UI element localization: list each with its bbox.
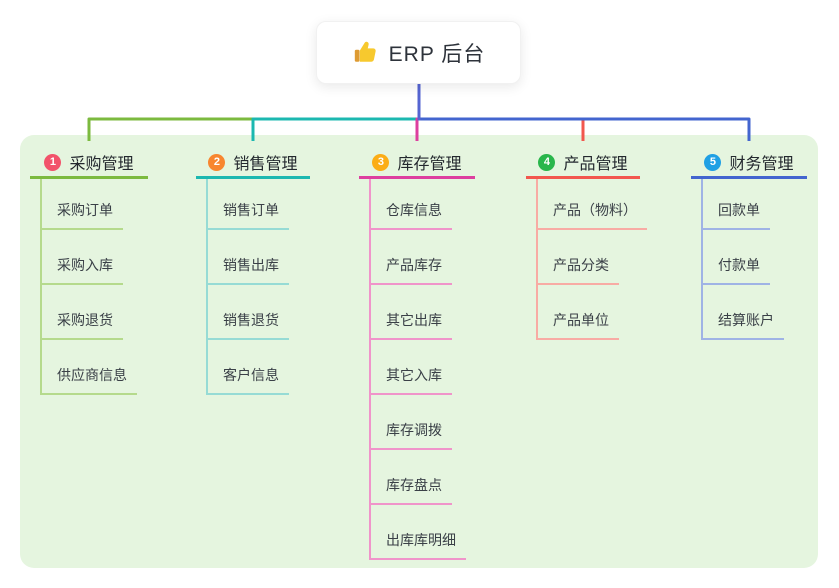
child-node[interactable]: 产品（物料） — [536, 202, 647, 230]
child-node[interactable]: 采购退货 — [40, 312, 123, 340]
child-node[interactable]: 产品单位 — [536, 312, 619, 340]
child-node[interactable]: 付款单 — [701, 257, 770, 285]
branch-number-badge: 3 — [372, 153, 390, 171]
branch-node-3[interactable]: 3 库存管理 — [359, 148, 475, 179]
child-node[interactable]: 库存调拨 — [369, 422, 452, 450]
children-spine-line — [536, 179, 538, 340]
branch-connector-line — [419, 117, 751, 141]
children-spine-line — [206, 179, 208, 395]
child-node[interactable]: 其它入库 — [369, 367, 452, 395]
branch-node-1[interactable]: 1 采购管理 — [30, 148, 148, 179]
child-node[interactable]: 产品分类 — [536, 257, 619, 285]
branch-number-badge: 5 — [704, 153, 722, 171]
child-node[interactable]: 仓库信息 — [369, 202, 452, 230]
branch-connector-line — [415, 117, 419, 141]
children-spine-line — [701, 179, 703, 340]
child-node[interactable]: 其它出库 — [369, 312, 452, 340]
branch-node-4[interactable]: 4 产品管理 — [526, 148, 640, 179]
branch-title-label: 销售管理 — [233, 156, 298, 173]
branch-title-label: 库存管理 — [397, 156, 462, 173]
branch-connector-line — [251, 117, 419, 141]
child-node[interactable]: 采购订单 — [40, 202, 123, 230]
children-spine-line — [40, 179, 42, 395]
branches-panel — [20, 135, 818, 568]
child-node[interactable]: 客户信息 — [206, 367, 289, 395]
children-spine-line — [369, 179, 371, 560]
thumbs-up-icon — [352, 39, 379, 66]
child-node[interactable]: 库存盘点 — [369, 477, 452, 505]
root-node-title: ERP 后台 — [388, 42, 486, 66]
child-node[interactable]: 销售退货 — [206, 312, 289, 340]
child-node[interactable]: 供应商信息 — [40, 367, 137, 395]
branch-node-2[interactable]: 2 销售管理 — [196, 148, 310, 179]
child-node[interactable]: 销售出库 — [206, 257, 289, 285]
branch-node-5[interactable]: 5 财务管理 — [691, 148, 807, 179]
child-node[interactable]: 出库库明细 — [369, 532, 466, 560]
branch-number-badge: 1 — [44, 153, 62, 171]
root-node[interactable]: ERP 后台 — [316, 21, 521, 84]
child-node[interactable]: 销售订单 — [206, 202, 289, 230]
child-node[interactable]: 采购入库 — [40, 257, 123, 285]
branch-title-label: 采购管理 — [69, 156, 134, 173]
child-node[interactable]: 回款单 — [701, 202, 770, 230]
branch-title-label: 产品管理 — [563, 156, 628, 173]
child-node[interactable]: 产品库存 — [369, 257, 452, 285]
branch-number-badge: 2 — [208, 153, 226, 171]
branch-connector-line — [419, 117, 585, 141]
child-node[interactable]: 结算账户 — [701, 312, 784, 340]
branch-title-label: 财务管理 — [729, 156, 794, 173]
branch-number-badge: 4 — [538, 153, 556, 171]
